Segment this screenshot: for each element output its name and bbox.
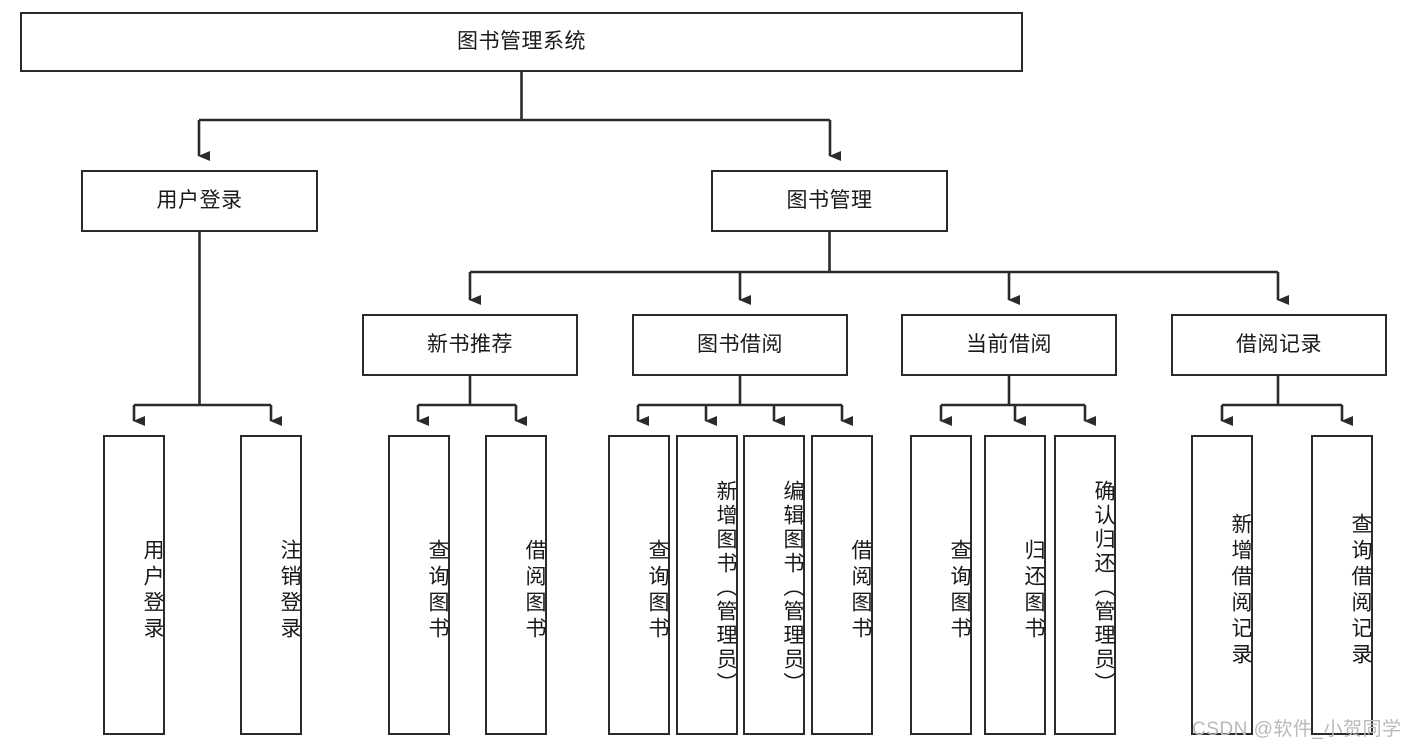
leaf-node-0[interactable]: 用户登录 [103, 435, 165, 735]
leaf-label: 归还图书 [1022, 539, 1045, 643]
csdn-watermark: CSDN @软件_小贺同学 [1192, 719, 1402, 740]
root-node-0[interactable]: 图书管理系统 [20, 12, 1023, 72]
leaf-label: 新增借阅记录 [1229, 513, 1252, 669]
level3-label: 新书推荐 [427, 333, 513, 357]
leaf-node-2[interactable]: 查询图书 [388, 435, 450, 735]
level2-node-1[interactable]: 图书管理 [711, 170, 948, 232]
level3-label: 图书借阅 [697, 333, 783, 357]
level3-label: 借阅记录 [1236, 333, 1322, 357]
leaf-label: 确认归还（管理员） [1092, 480, 1115, 696]
level3-node-1[interactable]: 图书借阅 [632, 314, 848, 376]
leaf-label: 新增图书（管理员） [714, 480, 737, 696]
leaf-node-10[interactable]: 确认归还（管理员） [1054, 435, 1116, 735]
leaf-node-6[interactable]: 编辑图书（管理员） [743, 435, 805, 735]
leaf-label: 查询图书 [646, 539, 669, 643]
leaf-label: 查询借阅记录 [1349, 513, 1372, 669]
leaf-node-7[interactable]: 借阅图书 [811, 435, 873, 735]
leaf-node-4[interactable]: 查询图书 [608, 435, 670, 735]
leaf-label: 查询图书 [426, 539, 449, 643]
leaf-node-11[interactable]: 新增借阅记录 [1191, 435, 1253, 735]
level3-node-0[interactable]: 新书推荐 [362, 314, 578, 376]
leaf-label: 用户登录 [141, 539, 164, 643]
leaf-label: 借阅图书 [849, 539, 872, 643]
leaf-label: 查询图书 [948, 539, 971, 643]
leaf-node-1[interactable]: 注销登录 [240, 435, 302, 735]
level2-label: 图书管理 [786, 189, 873, 213]
leaf-node-5[interactable]: 新增图书（管理员） [676, 435, 738, 735]
level2-node-0[interactable]: 用户登录 [81, 170, 318, 232]
leaf-label: 借阅图书 [523, 539, 546, 643]
level3-label: 当前借阅 [966, 333, 1052, 357]
leaf-label: 编辑图书（管理员） [781, 480, 804, 696]
level3-node-3[interactable]: 借阅记录 [1171, 314, 1387, 376]
leaf-node-9[interactable]: 归还图书 [984, 435, 1046, 735]
level3-node-2[interactable]: 当前借阅 [901, 314, 1117, 376]
leaf-node-3[interactable]: 借阅图书 [485, 435, 547, 735]
leaf-label: 注销登录 [278, 539, 301, 643]
root-label: 图书管理系统 [457, 30, 586, 54]
level2-label: 用户登录 [156, 189, 243, 213]
leaf-node-8[interactable]: 查询图书 [910, 435, 972, 735]
leaf-node-12[interactable]: 查询借阅记录 [1311, 435, 1373, 735]
